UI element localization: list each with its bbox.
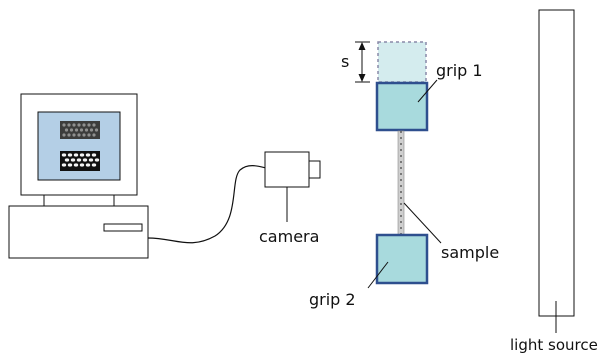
disk-slot bbox=[103, 223, 143, 232]
displacement-arrow bbox=[355, 41, 370, 83]
sample-leader bbox=[403, 202, 442, 244]
grip-2-label: grip 2 bbox=[309, 290, 356, 309]
grip-1-leader bbox=[417, 79, 438, 103]
displacement-label: s bbox=[341, 52, 349, 71]
light-source-label: light source bbox=[510, 336, 598, 354]
camera-cable bbox=[147, 165, 267, 244]
computer-monitor bbox=[20, 93, 138, 207]
camera-label: camera bbox=[259, 227, 319, 246]
camera-icon bbox=[264, 151, 321, 222]
grip-1-label: grip 1 bbox=[436, 61, 483, 80]
sample-strand bbox=[397, 130, 405, 236]
grip-2 bbox=[375, 233, 429, 285]
honeycomb-image-bottom bbox=[60, 151, 100, 171]
sample-label: sample bbox=[441, 243, 499, 262]
grip-2-leader bbox=[367, 261, 389, 289]
light-source bbox=[538, 9, 575, 317]
grip-1 bbox=[375, 81, 429, 132]
honeycomb-image-top bbox=[60, 121, 100, 139]
computer-base bbox=[8, 205, 149, 259]
grip-1-initial-position bbox=[377, 41, 427, 83]
